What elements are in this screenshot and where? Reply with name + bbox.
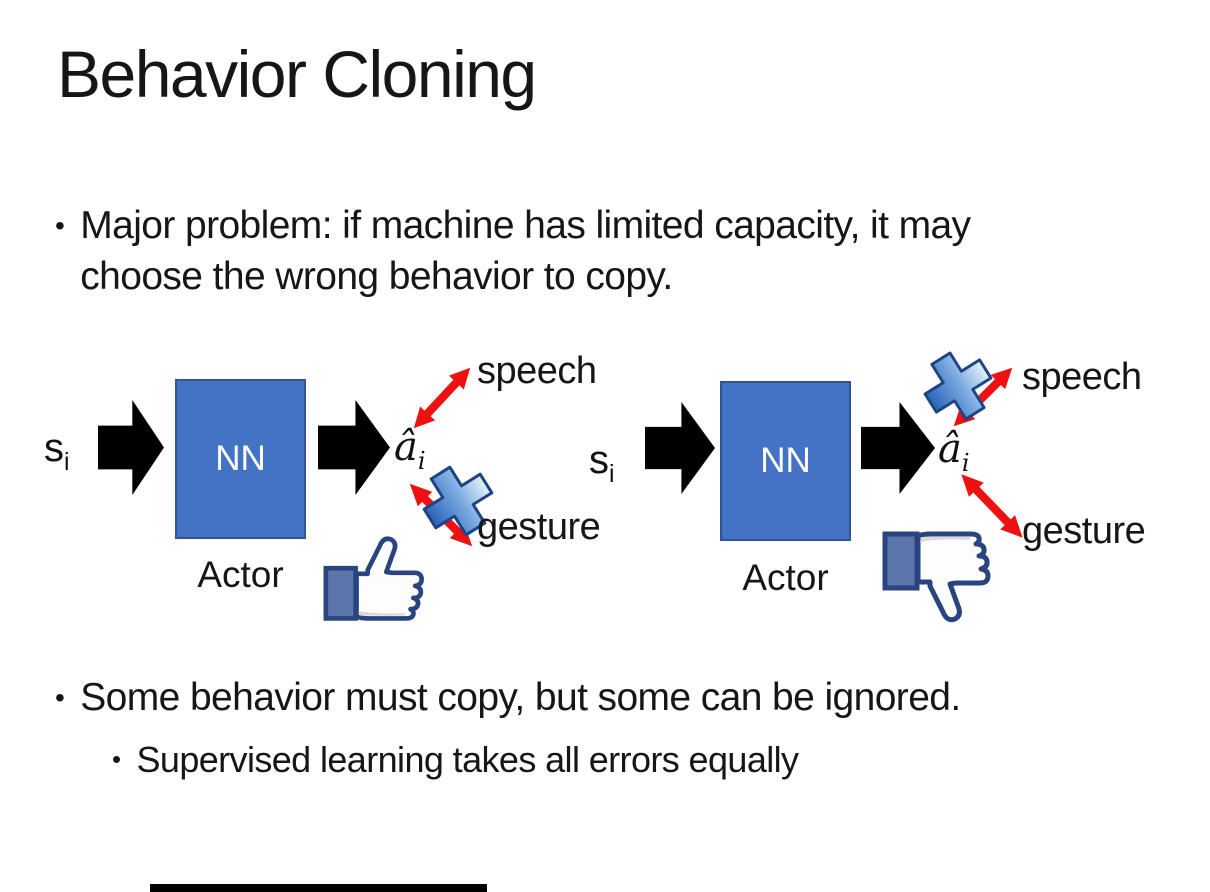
bullet-glyph: •	[112, 746, 121, 774]
page-title: Behavior Cloning	[57, 37, 537, 111]
nn-box-right: NN	[720, 381, 851, 541]
gesture-label-left: gesture	[477, 506, 601, 548]
bullet-glyph: •	[55, 682, 65, 713]
bullet-supervised-learning: • Supervised learning takes all errors e…	[112, 736, 1112, 784]
blue-cross-icon-right	[919, 347, 997, 425]
actor-label-right: Actor	[742, 557, 829, 598]
nn-label-right: NN	[760, 441, 811, 480]
gesture-label-right: gesture	[1022, 510, 1146, 552]
bullet-supervised-learning-text: Supervised learning takes all errors equ…	[136, 739, 799, 780]
input-arrow-icon-right	[645, 402, 715, 494]
action-label-right: âi	[938, 426, 970, 477]
speech-label-right: speech	[1022, 356, 1142, 398]
bullet-major-problem-text: Major problem: if machine has limited ca…	[80, 204, 971, 299]
thumbs-down-icon	[878, 528, 1002, 628]
bottom-strip	[150, 884, 487, 892]
bullet-some-behavior: • Some behavior must copy, but some can …	[55, 672, 1185, 723]
state-label-right: si	[589, 438, 615, 488]
speech-label-left: speech	[477, 350, 597, 392]
input-arrow-icon-left	[98, 400, 164, 495]
bullet-some-behavior-text: Some behavior must copy, but some can be…	[80, 676, 961, 719]
bullet-major-problem: • Major problem: if machine has limited …	[55, 200, 1065, 303]
bullet-glyph: •	[55, 210, 65, 241]
red-double-arrow-speech-left	[406, 360, 478, 436]
nn-box-left: NN	[175, 379, 306, 539]
nn-label-left: NN	[215, 439, 266, 478]
actor-label-left: Actor	[197, 554, 284, 595]
state-label-left: si	[44, 426, 70, 476]
output-arrow-icon-left	[318, 400, 390, 495]
action-label-left: âi	[394, 424, 426, 475]
thumbs-up-icon	[318, 531, 436, 624]
